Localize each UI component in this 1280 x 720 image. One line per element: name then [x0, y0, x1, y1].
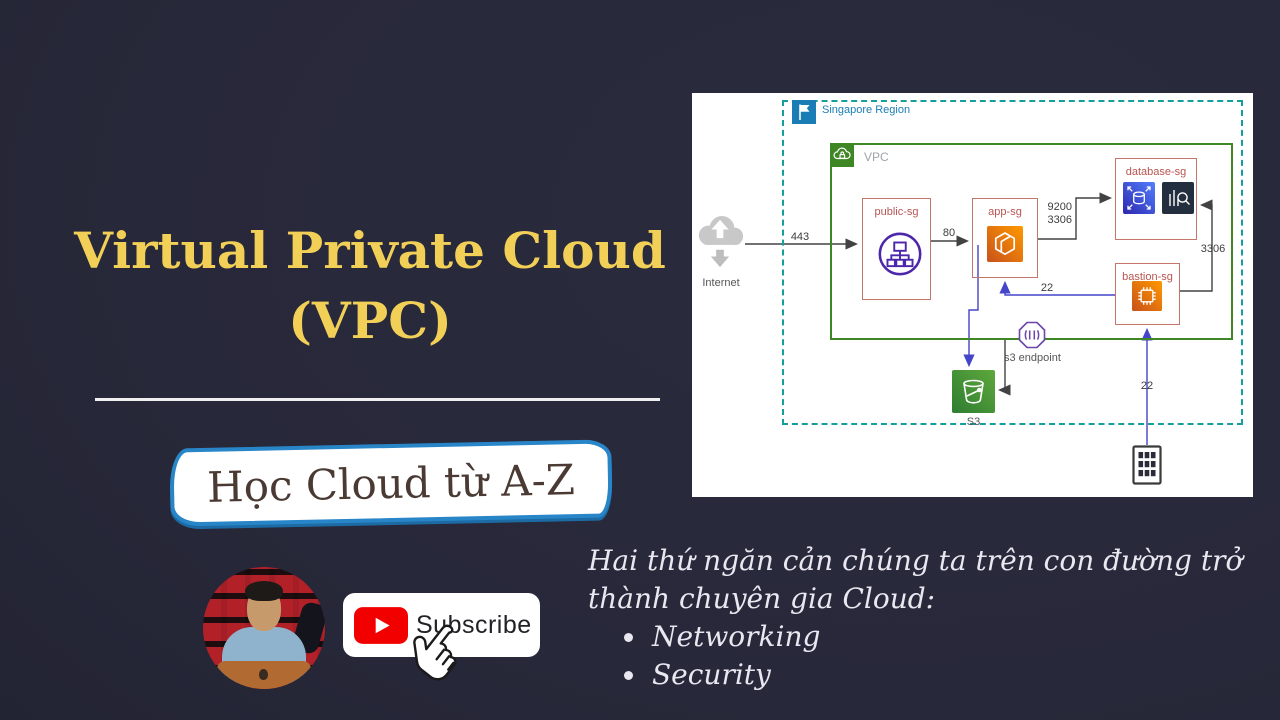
title-divider — [95, 398, 660, 401]
youtube-play-icon — [354, 606, 408, 644]
outro-line1: Hai thứ ngăn cản chúng ta trên con đường… — [588, 544, 1243, 577]
security-group-database: database-sg — [1115, 158, 1197, 240]
port-3306-bastion: 3306 — [1200, 243, 1226, 255]
port-3306-app: 3306 — [1047, 214, 1072, 226]
vpc-architecture-diagram: Singapore Region VPC public-sg app-sg da… — [692, 93, 1253, 497]
region-label: Singapore Region — [822, 104, 911, 116]
page-title: Virtual Private Cloud (VPC) — [40, 216, 700, 356]
port-443: 443 — [790, 231, 810, 243]
s3-endpoint-icon — [1018, 321, 1046, 349]
ec2-instances-icon — [987, 226, 1023, 262]
region-flag-icon — [792, 100, 816, 124]
security-group-app: app-sg — [972, 198, 1038, 278]
rds-database-icon — [1123, 182, 1155, 214]
outro-bullet-networking: Networking — [648, 618, 1248, 656]
public-sg-label: public-sg — [874, 206, 919, 218]
vpc-icon — [830, 143, 854, 167]
bastion-sg-label: bastion-sg — [1122, 271, 1173, 283]
vpc-label: VPC — [864, 150, 889, 164]
ec2-instance-icon — [1132, 281, 1162, 311]
subscribe-label: Subscribe — [416, 610, 532, 639]
office-building-icon — [1132, 445, 1162, 485]
title-line1: Virtual Private Cloud — [74, 221, 666, 280]
outro-text: Hai thứ ngăn cản chúng ta trên con đường… — [588, 542, 1248, 694]
load-balancer-icon — [878, 232, 922, 276]
region-boundary — [782, 100, 1243, 425]
diagram-connectors — [745, 192, 1213, 445]
port-9200: 9200 — [1047, 201, 1072, 213]
avatar-hair — [245, 581, 283, 601]
s3-endpoint-label: s3 endpoint — [1004, 352, 1061, 364]
title-line2: (VPC) — [288, 291, 452, 350]
security-group-bastion: bastion-sg — [1115, 263, 1180, 325]
opensearch-icon — [1162, 182, 1194, 214]
port-22-bastion-app: 22 — [1040, 282, 1054, 294]
s3-bucket-icon — [952, 370, 995, 413]
outro-bullet-security: Security — [648, 656, 1248, 694]
database-sg-label: database-sg — [1125, 166, 1187, 178]
s3-label: S3 — [966, 416, 981, 428]
internet-cloud-icon — [698, 216, 744, 268]
channel-badge-text: Học Cloud từ A-Z — [206, 454, 576, 512]
avatar — [203, 567, 325, 689]
security-group-public: public-sg — [862, 198, 931, 300]
avatar-laptop-logo — [259, 669, 268, 680]
port-22-office: 22 — [1140, 380, 1154, 392]
channel-badge: Học Cloud từ A-Z — [169, 439, 613, 527]
subscribe-button[interactable]: Subscribe — [343, 593, 540, 657]
outro-bullet-list: Networking Security — [648, 618, 1248, 694]
outro-line2: thành chuyên gia Cloud: — [588, 582, 936, 615]
port-80: 80 — [942, 227, 956, 239]
internet-label: Internet — [702, 277, 740, 289]
app-sg-label: app-sg — [988, 206, 1022, 218]
click-hand-icon — [413, 624, 457, 681]
